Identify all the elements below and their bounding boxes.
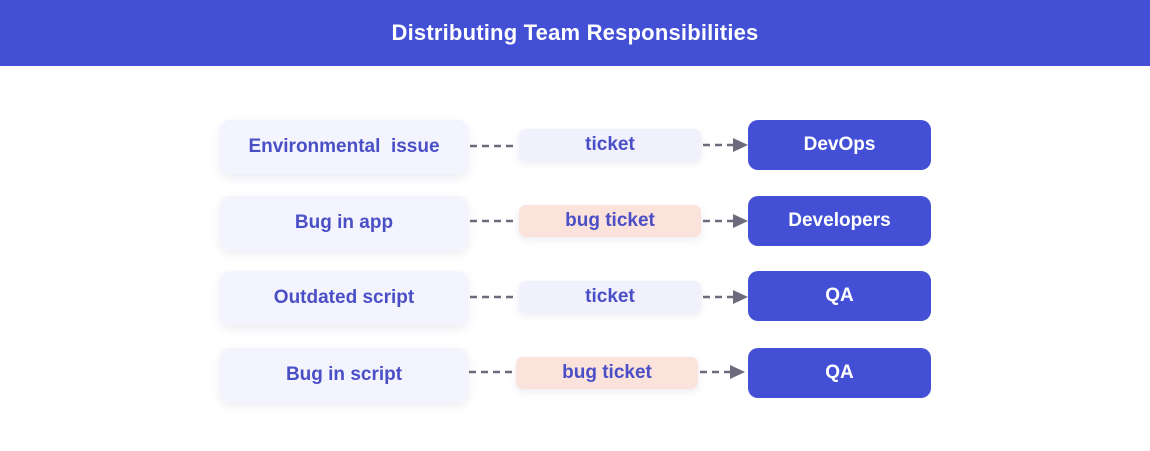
ticket-label: ticket — [519, 281, 701, 313]
flow-row: Environmental issue ticket DevOps — [0, 120, 1150, 174]
arrowhead-icon — [733, 214, 748, 228]
target-team-box: QA — [748, 348, 931, 398]
arrow-connector — [700, 365, 745, 379]
arrow-connector — [703, 290, 748, 304]
target-team-box: Developers — [748, 196, 931, 246]
target-team-box: DevOps — [748, 120, 931, 170]
dashed-connector — [470, 144, 518, 148]
header-bar: Distributing Team Responsibilities — [0, 0, 1150, 66]
ticket-label: bug ticket — [519, 205, 701, 237]
source-box: Bug in script — [220, 348, 468, 402]
arrowhead-icon — [730, 365, 745, 379]
arrow-connector — [703, 214, 748, 228]
dashed-connector — [470, 295, 518, 299]
flow-row: Bug in script bug ticket QA — [0, 348, 1150, 402]
source-box: Bug in app — [220, 196, 468, 250]
ticket-label: ticket — [519, 129, 701, 161]
dashed-connector — [470, 219, 518, 223]
ticket-label: bug ticket — [516, 357, 698, 389]
target-team-box: QA — [748, 271, 931, 321]
arrowhead-icon — [733, 290, 748, 304]
diagram-title: Distributing Team Responsibilities — [391, 20, 759, 45]
arrow-connector — [703, 138, 748, 152]
dashed-connector — [469, 370, 517, 374]
source-box: Environmental issue — [220, 120, 468, 174]
source-box: Outdated script — [220, 271, 468, 325]
flow-row: Bug in app bug ticket Developers — [0, 196, 1150, 250]
arrowhead-icon — [733, 138, 748, 152]
flow-row: Outdated script ticket QA — [0, 271, 1150, 325]
